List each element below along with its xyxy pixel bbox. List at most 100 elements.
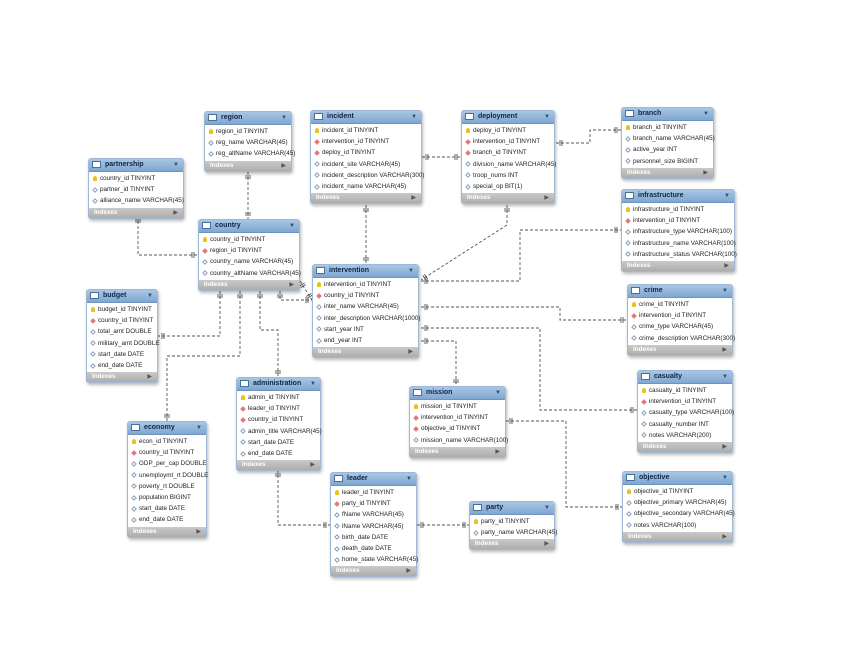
column-row[interactable]: incident_id TINYINT [311, 125, 421, 136]
expand-arrow-icon[interactable]: ▶ [173, 209, 178, 216]
expand-arrow-icon[interactable]: ▶ [408, 349, 413, 356]
table-header[interactable]: administration▼ [237, 378, 320, 391]
table-header[interactable]: crime▼ [628, 285, 732, 298]
column-row[interactable]: leader_id TINYINT [237, 403, 320, 414]
column-row[interactable]: country_id TINYINT [89, 173, 183, 184]
column-row[interactable]: total_amt DOUBLE [87, 326, 157, 337]
expand-arrow-icon[interactable]: ▶ [281, 162, 286, 169]
indexes-footer[interactable]: Indexes▶ [87, 372, 157, 383]
indexes-footer[interactable]: Indexes▶ [128, 526, 206, 537]
expand-arrow-icon[interactable]: ▶ [722, 444, 727, 450]
collapse-arrow-icon[interactable]: ▼ [495, 390, 501, 396]
column-row[interactable]: military_amt DOUBLE [87, 338, 160, 349]
table-header[interactable]: leader▼ [331, 473, 416, 486]
column-row[interactable]: intervention_id TINYINT [410, 412, 505, 423]
collapse-arrow-icon[interactable]: ▼ [310, 381, 316, 387]
column-row[interactable]: deploy_id TINYINT [462, 125, 554, 136]
indexes-footer[interactable]: Indexes▶ [199, 279, 299, 290]
column-row[interactable]: econ_id TINYINT [128, 436, 206, 447]
column-row[interactable]: region_id TINYINT [199, 245, 299, 256]
indexes-footer[interactable]: Indexes▶ [313, 347, 418, 358]
expand-arrow-icon[interactable]: ▶ [147, 374, 152, 381]
column-row[interactable]: country_id TINYINT [313, 290, 418, 301]
table-header[interactable]: partnership▼ [89, 159, 183, 172]
column-row[interactable]: intervention_id TINYINT [462, 136, 554, 147]
column-row[interactable]: inter_description VARCHAR(1000) [313, 313, 420, 324]
column-row[interactable]: party_id TINYINT [331, 498, 416, 509]
column-row[interactable]: active_year INT [622, 144, 713, 155]
column-row[interactable]: infrastructure_status VARCHAR(100) [622, 249, 737, 260]
indexes-footer[interactable]: Indexes▶ [628, 344, 732, 355]
collapse-arrow-icon[interactable]: ▼ [196, 425, 202, 431]
indexes-footer[interactable]: Indexes▶ [622, 261, 734, 271]
expand-arrow-icon[interactable]: ▶ [310, 462, 315, 469]
column-row[interactable]: intervention_id TINYINT [311, 136, 421, 147]
expand-arrow-icon[interactable]: ▶ [724, 263, 729, 269]
table-header[interactable]: intervention▼ [313, 265, 418, 278]
expand-arrow-icon[interactable]: ▶ [722, 346, 727, 353]
indexes-footer[interactable]: Indexes▶ [331, 566, 416, 577]
column-row[interactable]: notes VARCHAR(200) [638, 430, 732, 441]
column-row[interactable]: infrastructure_type VARCHAR(100) [622, 226, 734, 237]
column-row[interactable]: unemploymt_rt DOUBLE [128, 470, 208, 481]
indexes-footer[interactable]: Indexes▶ [311, 193, 421, 204]
column-row[interactable]: country_id TINYINT [87, 315, 157, 326]
table-infrastructure[interactable]: infrastructure▼infrastructure_id TINYINT… [621, 189, 737, 272]
expand-arrow-icon[interactable]: ▶ [703, 169, 708, 176]
column-row[interactable]: country_altName VARCHAR(45) [199, 268, 301, 279]
table-header[interactable]: branch▼ [622, 108, 713, 121]
column-row[interactable]: objective_secondary VARCHAR(45) [623, 508, 735, 519]
indexes-footer[interactable]: Indexes▶ [89, 207, 183, 218]
column-row[interactable]: objective_id TINYINT [623, 486, 732, 497]
column-row[interactable]: incident_name VARCHAR(45) [311, 181, 421, 192]
column-row[interactable]: country_id TINYINT [199, 234, 299, 245]
indexes-footer[interactable]: Indexes▶ [205, 160, 291, 171]
column-row[interactable]: branch_id TINYINT [462, 147, 554, 158]
column-row[interactable]: mission_id TINYINT [410, 401, 505, 412]
expand-arrow-icon[interactable]: ▶ [722, 533, 727, 540]
column-row[interactable]: birth_date DATE [331, 532, 416, 543]
table-header[interactable]: incident▼ [311, 111, 421, 124]
table-header[interactable]: infrastructure▼ [622, 190, 734, 203]
collapse-arrow-icon[interactable]: ▼ [408, 268, 414, 274]
column-row[interactable]: country_name VARCHAR(45) [199, 256, 299, 267]
expand-arrow-icon[interactable]: ▶ [544, 195, 549, 202]
table-header[interactable]: budget▼ [87, 290, 157, 303]
column-row[interactable]: mission_name VARCHAR(100) [410, 435, 508, 446]
column-row[interactable]: incident_site VARCHAR(45) [311, 159, 421, 170]
column-row[interactable]: branch_id TINYINT [622, 122, 713, 133]
indexes-footer[interactable]: Indexes▶ [237, 460, 320, 471]
collapse-arrow-icon[interactable]: ▼ [411, 114, 417, 120]
collapse-arrow-icon[interactable]: ▼ [544, 505, 550, 511]
column-row[interactable]: infrastructure_id TINYINT [622, 204, 734, 215]
column-row[interactable]: country_id TINYINT [128, 447, 206, 458]
column-row[interactable]: special_op BIT(1) [462, 181, 554, 192]
column-row[interactable]: end_date DATE [237, 448, 320, 459]
column-row[interactable]: objective_primary VARCHAR(45) [623, 497, 732, 508]
expand-arrow-icon[interactable]: ▶ [495, 448, 500, 455]
collapse-arrow-icon[interactable]: ▼ [147, 293, 153, 299]
column-row[interactable]: party_id TINYINT [470, 516, 554, 527]
column-row[interactable]: home_state VARCHAR(45) [331, 554, 418, 565]
indexes-footer[interactable]: Indexes▶ [462, 193, 554, 204]
column-row[interactable]: deploy_id TINYINT [311, 147, 421, 158]
collapse-arrow-icon[interactable]: ▼ [722, 374, 728, 380]
column-row[interactable]: region_id TINYINT [205, 126, 291, 137]
column-row[interactable]: poverty_rt DOUBLE [128, 481, 206, 492]
column-row[interactable]: casualty_id TINYINT [638, 385, 732, 396]
column-row[interactable]: intervention_id TINYINT [622, 215, 734, 226]
expand-arrow-icon[interactable]: ▶ [196, 528, 201, 535]
column-row[interactable]: end_year INT [313, 335, 418, 346]
expand-arrow-icon[interactable]: ▶ [544, 541, 549, 548]
column-row[interactable]: start_year INT [313, 324, 418, 335]
